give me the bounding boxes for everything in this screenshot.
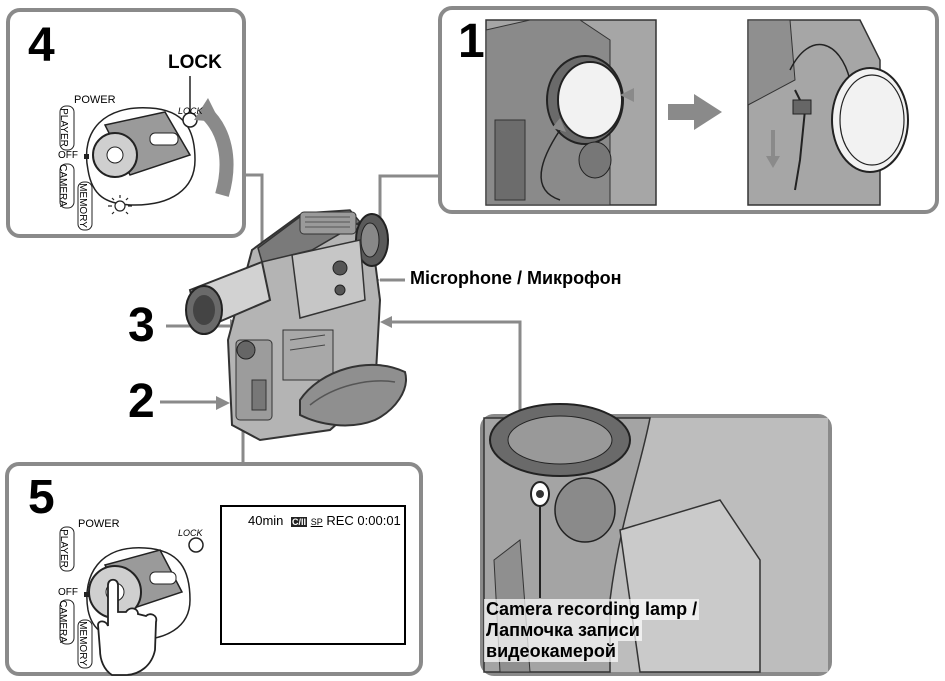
lamp-callout-line3: видеокамерой xyxy=(484,641,618,662)
microphone-callout: Microphone / Микрофон xyxy=(410,268,622,288)
screen-status-line: 40min C/II SP REC 0:00:01 xyxy=(228,513,401,528)
step-number-4: 4 xyxy=(28,19,55,72)
tape-indicator: C/II xyxy=(291,517,308,527)
off-label: OFF xyxy=(58,587,78,598)
camera-lamp-symbol xyxy=(108,195,132,215)
off-label: OFF xyxy=(58,150,78,161)
viewfinder-screen: 40min C/II SP REC 0:00:01 xyxy=(220,505,406,645)
camera-label: CAMERA xyxy=(56,164,68,207)
step-number-1: 1 xyxy=(458,15,485,68)
camcorder-illustration xyxy=(185,209,407,442)
camera-label: CAMERA xyxy=(56,600,68,643)
lens-cap-icon xyxy=(485,19,657,206)
lamp-callout-line1: Camera recording lamp / xyxy=(484,599,700,620)
rec-indicator: REC xyxy=(326,513,354,528)
lens-cap-icon xyxy=(747,19,909,206)
battery-remaining: 40min xyxy=(248,513,284,528)
power-label: POWER xyxy=(74,94,116,106)
step-number-5: 5 xyxy=(28,471,55,524)
step-number-3: 3 xyxy=(128,299,155,352)
sp-mode: SP xyxy=(310,517,323,527)
lock-small-label: LOCK xyxy=(178,528,203,538)
hand-icon xyxy=(97,578,158,676)
power-dial-icon xyxy=(59,76,234,231)
lamp-callout-line2: Лапмочка записи xyxy=(484,620,642,641)
step-number-2: 2 xyxy=(128,375,155,428)
lock-label: LOCK xyxy=(168,52,222,73)
memory-label: MEMORY xyxy=(76,183,88,228)
player-label: PLAYER xyxy=(57,529,69,568)
lock-small-label: LOCK xyxy=(178,106,203,116)
player-label: PLAYER xyxy=(57,108,69,147)
arrow-icon xyxy=(668,94,722,130)
power-label: POWER xyxy=(78,518,120,530)
memory-label: MEMORY xyxy=(76,621,88,666)
time-counter: 0:00:01 xyxy=(357,513,401,528)
